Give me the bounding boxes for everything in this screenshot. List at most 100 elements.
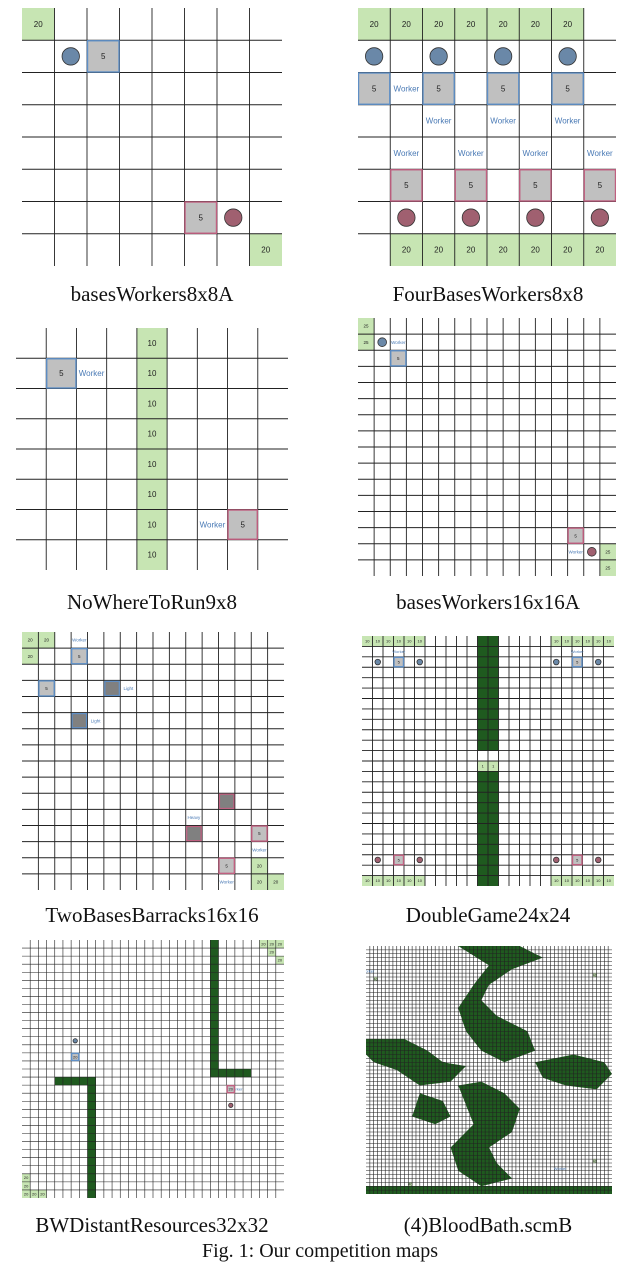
resource-amount: 20 bbox=[278, 941, 283, 946]
grid-lines bbox=[22, 632, 284, 890]
base-resources: 5 bbox=[576, 857, 579, 862]
wall-block bbox=[210, 940, 219, 1078]
resource-tile: 10 bbox=[136, 328, 168, 359]
wall-block bbox=[87, 1077, 96, 1198]
worker-unit bbox=[61, 47, 80, 66]
resource-amount: 10 bbox=[554, 878, 559, 883]
resource-amount: 20 bbox=[499, 20, 508, 29]
resource-tile: 20 bbox=[22, 1189, 31, 1198]
map-board: 40404040WorkerWorker bbox=[366, 946, 612, 1194]
resource-tile: 20 bbox=[551, 233, 584, 266]
resource-tile: 1 bbox=[488, 761, 499, 772]
resource-tile: 20 bbox=[251, 873, 268, 890]
resource-amount: 10 bbox=[554, 639, 559, 644]
resource-tile: 10 bbox=[551, 875, 562, 886]
unit-label: Worker bbox=[523, 149, 549, 158]
figure-caption: Fig. 1: Our competition maps bbox=[201, 1240, 439, 1262]
resource-amount: 20 bbox=[563, 246, 572, 255]
unit-label: Worker bbox=[426, 117, 452, 126]
resource-tile: 10 bbox=[362, 875, 373, 886]
resource-amount: 20 bbox=[28, 638, 34, 643]
base-building: 5 bbox=[519, 169, 552, 202]
resource-amount: 1 bbox=[482, 764, 485, 769]
resource-amount: 20 bbox=[24, 1191, 29, 1196]
resource-tile: 20 bbox=[487, 8, 520, 41]
base-building: 5 bbox=[454, 169, 488, 202]
base-building: 5 bbox=[393, 854, 405, 866]
unit-label: Worker bbox=[200, 520, 226, 529]
wall-block bbox=[54, 1077, 96, 1086]
resource-amount: 25 bbox=[364, 340, 370, 345]
base-building: 20 bbox=[226, 1084, 236, 1094]
unit-label: Worker bbox=[391, 340, 406, 345]
base-resources: 5 bbox=[501, 84, 506, 93]
resource-tile: 40 bbox=[408, 1182, 413, 1187]
worker-unit bbox=[553, 856, 560, 864]
worker-unit bbox=[416, 658, 423, 666]
base-resources: 5 bbox=[101, 52, 106, 61]
resource-tile: 10 bbox=[136, 388, 168, 419]
worker-unit bbox=[377, 337, 387, 347]
base-resources: 5 bbox=[372, 84, 377, 93]
resource-tile: 10 bbox=[393, 636, 404, 647]
resource-tile: 25 bbox=[599, 543, 616, 560]
base-resources: 5 bbox=[258, 831, 261, 836]
resource-amount: 20 bbox=[28, 654, 34, 659]
map-caption: DoubleGame24x24 bbox=[405, 903, 571, 927]
resource-amount: 10 bbox=[148, 369, 157, 378]
unit-label: Worker bbox=[392, 649, 405, 654]
barracks-building bbox=[186, 825, 202, 842]
base-resources: 5 bbox=[199, 213, 204, 222]
resource-amount: 20 bbox=[257, 863, 263, 868]
base-building: 5 bbox=[86, 40, 120, 73]
base-resources: 5 bbox=[565, 84, 570, 93]
resource-tile: 20 bbox=[38, 632, 55, 649]
resource-tile: 20 bbox=[22, 8, 55, 41]
resource-amount: 10 bbox=[148, 399, 157, 408]
worker-unit bbox=[365, 47, 384, 66]
unit-label: Worker bbox=[571, 649, 584, 654]
grid-lines bbox=[22, 8, 282, 266]
resource-tile: 40 bbox=[592, 972, 597, 977]
base-building: 5 bbox=[571, 854, 583, 866]
resource-tile: 20 bbox=[267, 948, 276, 957]
resource-amount: 20 bbox=[269, 949, 274, 954]
worker-unit bbox=[461, 208, 480, 227]
resource-amount: 10 bbox=[407, 639, 412, 644]
resource-tile: 10 bbox=[603, 636, 614, 647]
resource-amount: 10 bbox=[418, 639, 423, 644]
resource-amount: 20 bbox=[466, 20, 475, 29]
resource-amount: 20 bbox=[32, 1191, 37, 1196]
unit-label: Worker bbox=[394, 149, 420, 158]
worker-unit bbox=[429, 47, 448, 66]
resource-amount: 10 bbox=[148, 520, 157, 529]
base-building: 5 bbox=[390, 350, 407, 367]
grid-lines bbox=[366, 946, 612, 1194]
resource-tile: 20 bbox=[267, 940, 276, 949]
resource-tile: 10 bbox=[136, 418, 168, 449]
unit-label: Worker bbox=[219, 880, 234, 885]
resource-tile: 20 bbox=[30, 1189, 39, 1198]
base-building: 5 bbox=[218, 857, 236, 875]
worker-unit bbox=[595, 658, 602, 666]
resource-amount: 20 bbox=[261, 246, 270, 255]
resource-amount: 20 bbox=[44, 638, 50, 643]
base-resources: 5 bbox=[45, 686, 48, 691]
resource-amount: 20 bbox=[269, 941, 274, 946]
base-resources: 5 bbox=[397, 356, 400, 361]
worker-unit bbox=[228, 1102, 234, 1108]
resource-amount: 20 bbox=[261, 941, 266, 946]
resource-tile: 20 bbox=[454, 8, 487, 41]
unit-label: Worker bbox=[366, 969, 375, 974]
resource-amount: 20 bbox=[34, 20, 43, 29]
base-resources: 20 bbox=[73, 1054, 78, 1059]
base-building: 5 bbox=[358, 72, 391, 105]
resource-amount: 20 bbox=[257, 880, 263, 885]
